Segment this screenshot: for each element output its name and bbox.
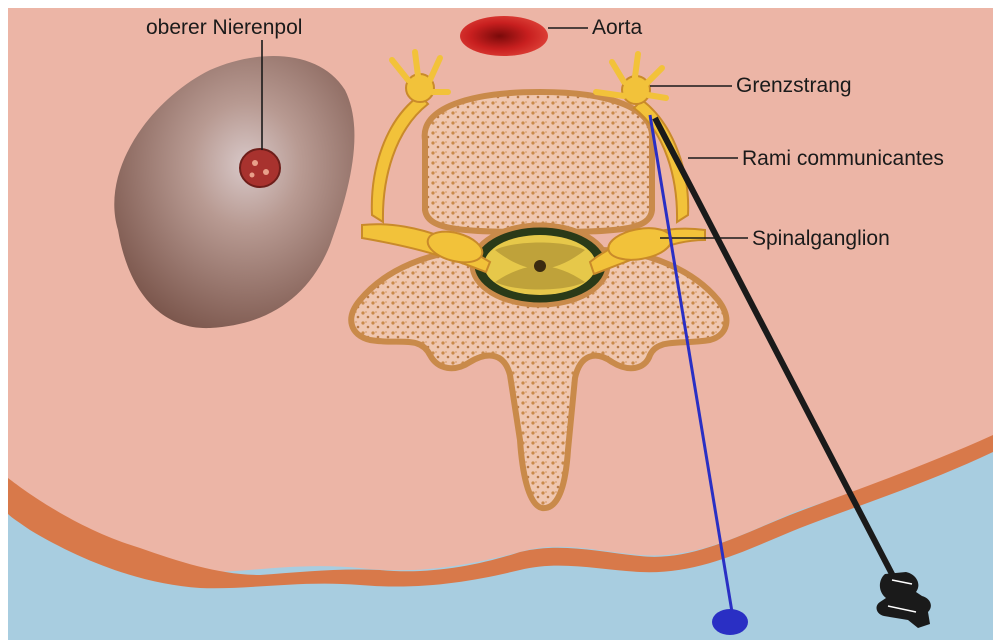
label-spinal-ganglion: Spinalganglion (752, 227, 890, 250)
kidney-pole-marker (240, 149, 280, 187)
vertebral-body (425, 92, 652, 232)
label-rami-communicantes: Rami communicantes (742, 147, 944, 170)
label-kidney-pole: oberer Nierenpol (146, 16, 302, 39)
label-sympathetic-trunk: Grenzstrang (736, 74, 852, 97)
label-aorta: Aorta (592, 16, 643, 39)
aorta-shape (460, 16, 548, 56)
